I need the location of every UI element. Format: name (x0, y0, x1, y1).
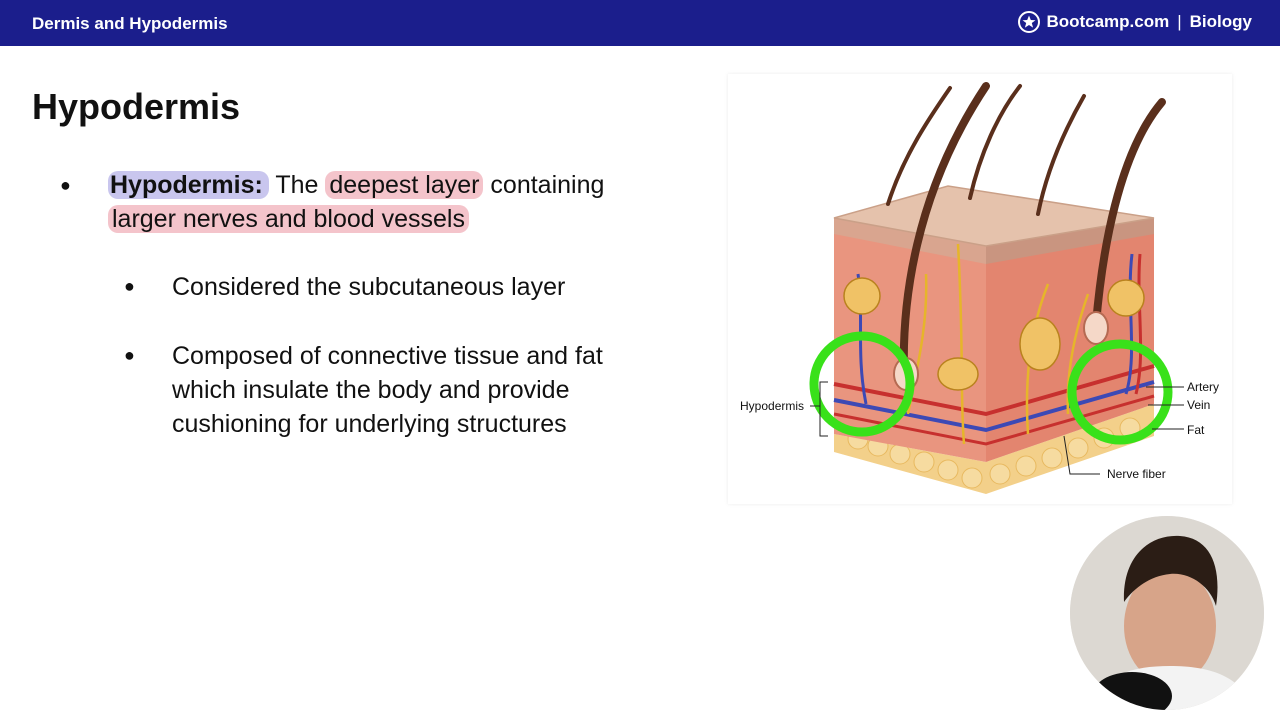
presenter-avatar-icon (1070, 516, 1264, 710)
bullet-dot-icon: ● (60, 175, 71, 195)
brand: Bootcamp.com | Biology (1018, 11, 1252, 33)
bullet-dot-icon: ● (124, 345, 135, 365)
sub-bullet-1: Considered the subcutaneous layer (172, 273, 566, 301)
vessels-highlight: larger nerves and blood vessels (108, 205, 469, 233)
lesson-title: Dermis and Hypodermis (32, 14, 228, 33)
skin-cross-section-illustration: Hypodermis Artery Vein Fat Nerve fiber (740, 82, 1219, 494)
main-bullet-text: Hypodermis: The deepest layer containing… (108, 168, 688, 236)
term-highlight: Hypodermis: (108, 171, 269, 199)
label-vein: Vein (1187, 398, 1210, 412)
brand-name: Bootcamp.com (1046, 12, 1170, 31)
slide-heading: Hypodermis (32, 86, 241, 127)
label-nerve-fiber: Nerve fiber (1107, 467, 1166, 481)
bullet-dot-icon: ● (124, 276, 135, 296)
sub-bullet-2: Composed of connective tissue and fat wh… (172, 342, 603, 438)
skin-diagram: Hypodermis Artery Vein Fat Nerve fiber (728, 74, 1232, 504)
deepest-highlight: deepest layer (325, 171, 484, 199)
text-the: The (275, 171, 319, 199)
top-bar: Dermis and Hypodermis Bootcamp.com | Bio… (0, 0, 1280, 46)
label-fat: Fat (1187, 423, 1205, 437)
brand-subject: Biology (1189, 12, 1252, 31)
label-hypodermis: Hypodermis (740, 399, 804, 413)
brand-separator: | (1177, 12, 1182, 31)
presenter-webcam (1070, 516, 1264, 710)
label-artery: Artery (1187, 380, 1219, 394)
bootcamp-star-logo-icon (1018, 11, 1041, 33)
text-containing: containing (490, 171, 605, 199)
